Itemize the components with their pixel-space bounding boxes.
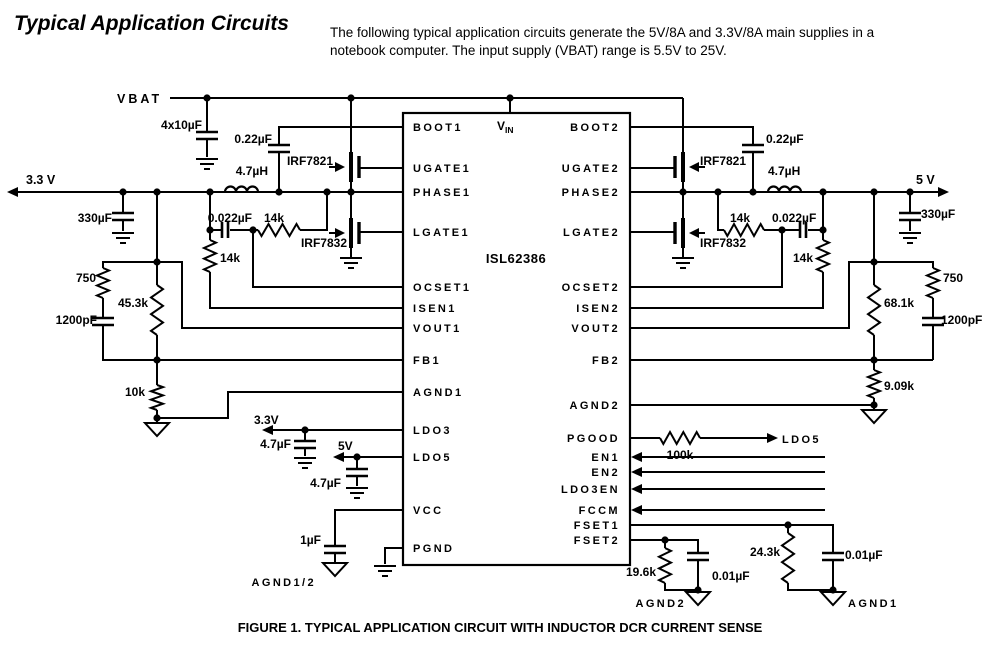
description-line-2: notebook computer. The input supply (VBA…: [330, 43, 727, 58]
label-lowside-fet-2: IRF7832: [700, 236, 746, 250]
schematic-components: [92, 130, 944, 584]
label-sense-cap-2: 0.022µF: [772, 211, 816, 225]
ic-pin-vcc: VCC: [413, 505, 443, 517]
net-vbat: VBAT: [117, 92, 162, 106]
ic-pin-fccm: FCCM: [579, 505, 620, 517]
label-sense-cap-1: 0.022µF: [208, 211, 252, 225]
net-pgood-pullup: LDO5: [782, 434, 821, 446]
label-ldo3-cap: 4.7µF: [260, 437, 291, 451]
ic-pin-isen2: ISEN2: [576, 303, 620, 315]
label-isen-res-1: 14k: [220, 251, 240, 265]
label-fb-bot-res-2: 9.09k: [884, 379, 914, 393]
ic-pin-vout2: VOUT2: [571, 323, 620, 335]
label-fset1-res: 24.3k: [750, 545, 780, 559]
label-fset2-res: 19.6k: [626, 565, 656, 579]
ground-symbols: [112, 158, 921, 607]
label-inductor-1: 4.7µH: [236, 164, 268, 178]
signal-arrows: [7, 162, 949, 515]
net-ldo3-rail: 3.3V: [254, 413, 279, 427]
vin-main: V: [497, 119, 505, 133]
net-3v3-output: 3.3 V: [26, 173, 56, 187]
label-output-cap-2: 330µF: [921, 207, 955, 221]
ic-pin-ugate1: UGATE1: [413, 163, 471, 175]
ic-pin-pgood: PGOOD: [567, 433, 620, 445]
ic-pin-fb1: FB1: [413, 355, 441, 367]
ic-pin-boot2: BOOT2: [570, 122, 620, 134]
label-ldo5-cap: 4.7µF: [310, 476, 341, 490]
ic-pin-en2: EN2: [591, 467, 620, 479]
label-isen-res-2: 14k: [793, 251, 813, 265]
net-ldo5-rail: 5V: [338, 439, 353, 453]
net-agnd12: AGND1/2: [252, 577, 316, 589]
label-output-cap-1: 330µF: [78, 211, 112, 225]
net-5v-output: 5 V: [916, 173, 935, 187]
ic-pin-vin: VIN: [497, 119, 514, 135]
figure-caption: FIGURE 1. TYPICAL APPLICATION CIRCUIT WI…: [237, 620, 763, 635]
ic-pin-agnd1: AGND1: [413, 387, 464, 399]
label-pgood-res: 100k: [667, 448, 694, 462]
label-fset1-cap: 0.01µF: [845, 548, 883, 562]
label-lowside-fet-1: IRF7832: [301, 236, 347, 250]
ic-pin-fset2: FSET2: [574, 535, 620, 547]
ic-pin-agnd2: AGND2: [569, 400, 620, 412]
description: The following typical application circui…: [330, 24, 960, 60]
ic-pin-ocset1: OCSET1: [413, 282, 471, 294]
label-fb-bot-res-1: 10k: [125, 385, 145, 399]
label-comp-res-1: 750: [76, 271, 96, 285]
label-sense-res-2: 14k: [730, 211, 750, 225]
label-fb-top-res-1: 45.3k: [118, 296, 148, 310]
label-fset2-cap: 0.01µF: [712, 569, 750, 583]
ic-pin-lgate2: LGATE2: [563, 227, 620, 239]
ic-pin-phase1: PHASE1: [413, 187, 471, 199]
ic-pin-boot1: BOOT1: [413, 122, 463, 134]
ic-pin-fb2: FB2: [592, 355, 620, 367]
ic-pin-en1: EN1: [591, 452, 620, 464]
ic-pin-ldo3en: LDO3EN: [561, 484, 620, 496]
label-inductor-2: 4.7µH: [768, 164, 800, 178]
ic-pin-pgnd: PGND: [413, 543, 454, 555]
ic-pin-ugate2: UGATE2: [562, 163, 620, 175]
ic-pin-lgate1: LGATE1: [413, 227, 470, 239]
label-boot-cap-1: 0.22µF: [234, 132, 272, 146]
ic-pin-ldo5: LDO5: [413, 452, 452, 464]
ic-part-number: ISL62386: [486, 251, 546, 266]
ic-pin-phase2: PHASE2: [562, 187, 620, 199]
net-agnd2-bottom: AGND2: [635, 598, 686, 610]
ic-pin-isen1: ISEN1: [413, 303, 457, 315]
ic-pin-ocset2: OCSET2: [562, 282, 620, 294]
ic-pin-vout1: VOUT1: [413, 323, 462, 335]
label-fb-top-res-2: 68.1k: [884, 296, 914, 310]
ic-pin-fset1: FSET1: [574, 520, 620, 532]
label-comp-cap-2: 1200pF: [941, 313, 982, 327]
label-comp-res-2: 750: [943, 271, 963, 285]
label-comp-cap-1: 1200pF: [56, 313, 97, 327]
label-input-cap: 4x10µF: [161, 118, 202, 132]
vin-subscript: IN: [505, 125, 514, 135]
page-title: Typical Application Circuits: [14, 12, 289, 35]
junction-dots: [119, 94, 914, 594]
description-line-1: The following typical application circui…: [330, 25, 875, 40]
label-highside-fet-2: IRF7821: [700, 154, 746, 168]
label-sense-res-1: 14k: [264, 211, 284, 225]
ic-outline: [401, 111, 632, 567]
label-highside-fet-1: IRF7821: [287, 154, 333, 168]
ic-pin-ldo3: LDO3: [413, 425, 452, 437]
label-vcc-cap: 1µF: [300, 533, 321, 547]
net-agnd1-bottom: AGND1: [848, 598, 899, 610]
label-boot-cap-2: 0.22µF: [766, 132, 804, 146]
